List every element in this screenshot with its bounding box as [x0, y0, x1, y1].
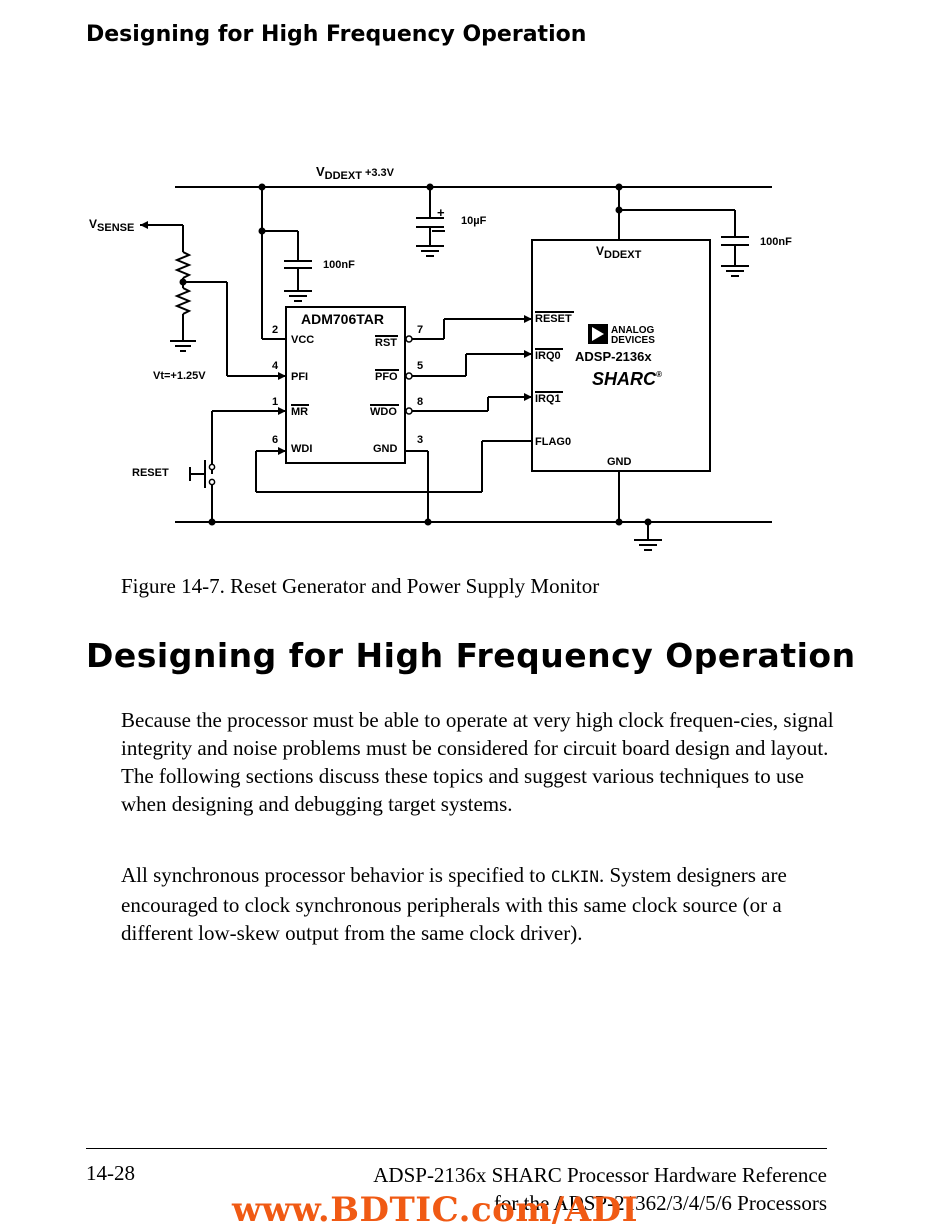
- section-heading: Designing for High Frequency Operation: [86, 636, 856, 675]
- pin-num: 3: [417, 434, 423, 446]
- figure-caption: Figure 14-7. Reset Generator and Power S…: [121, 574, 600, 598]
- pin-name: PFO: [375, 371, 398, 383]
- processor-chip: [531, 239, 711, 472]
- logo-text: DEVICES: [611, 335, 655, 346]
- vsense-label: VSENSE: [89, 217, 134, 234]
- reset-switch-label: RESET: [132, 467, 169, 479]
- body-paragraph: Because the processor must be able to op…: [121, 708, 834, 816]
- pin-num: 6: [272, 434, 278, 446]
- pin-num: 8: [417, 396, 423, 408]
- processor-pin: IRQ1: [535, 393, 561, 405]
- cap-10uf-label: 10µF: [461, 215, 487, 227]
- processor-vddext-label: VDDEXT: [596, 244, 642, 261]
- pin-num: 4: [272, 360, 279, 372]
- footer-title-line: for the ADSP-21362/3/4/5/6 Processors: [493, 1191, 827, 1215]
- body-paragraph: All synchronous processor behavior is sp…: [121, 861, 841, 947]
- supervisor-chip: [285, 306, 406, 464]
- vt-label: Vt=+1.25V: [153, 370, 206, 382]
- cap-100nf-right-label: 100nF: [760, 236, 792, 248]
- pin-name: VCC: [291, 334, 314, 346]
- pin-name: WDO: [370, 406, 397, 418]
- processor-pin: RESET: [535, 313, 572, 325]
- logo-text: ANALOG: [611, 325, 655, 336]
- processor-gnd-label: GND: [607, 456, 632, 468]
- paragraph-text: . System designers are encouraged to clo…: [121, 863, 787, 945]
- reset-generator-schematic: VDDEXT+3.3V VSENSE Vt=+1.25V RESET 100nF…: [89, 164, 792, 551]
- processor-pin: FLAG0: [535, 436, 571, 448]
- footer-title-line: ADSP-2136x SHARC Processor Hardware Refe…: [373, 1163, 827, 1187]
- supply-label: VDDEXT+3.3V: [316, 164, 395, 182]
- pin-name: WDI: [291, 443, 312, 455]
- watermark-link[interactable]: www.BDTIC.com/ADI: [232, 1190, 638, 1230]
- supervisor-name: ADM706TAR: [301, 311, 384, 327]
- clkin-code: CLKIN: [550, 867, 599, 886]
- footer-rule: [86, 1148, 827, 1149]
- running-header: Designing for High Frequency Operation: [86, 22, 587, 47]
- footer-title: ADSP-2136x SHARC Processor Hardware Refe…: [373, 1161, 827, 1217]
- pin-num: 1: [272, 396, 278, 408]
- processor-pin: IRQ0: [535, 350, 561, 362]
- pin-name: RST: [375, 337, 397, 349]
- cap-100nf-left-label: 100nF: [323, 259, 355, 271]
- pin-num: 7: [417, 324, 423, 336]
- pin-num: 2: [272, 324, 278, 336]
- pin-num: 5: [417, 360, 423, 372]
- pin-name: PFI: [291, 371, 308, 383]
- pin-name: MR: [291, 406, 308, 418]
- footer-page-number: 14-28: [86, 1161, 135, 1185]
- pin-name: GND: [373, 443, 398, 455]
- cap-plus-sign: +: [437, 205, 445, 220]
- processor-part-name: ADSP-2136x: [575, 349, 652, 364]
- sharc-brand: SHARC®: [592, 369, 662, 389]
- paragraph-text: All synchronous processor behavior is sp…: [121, 863, 551, 887]
